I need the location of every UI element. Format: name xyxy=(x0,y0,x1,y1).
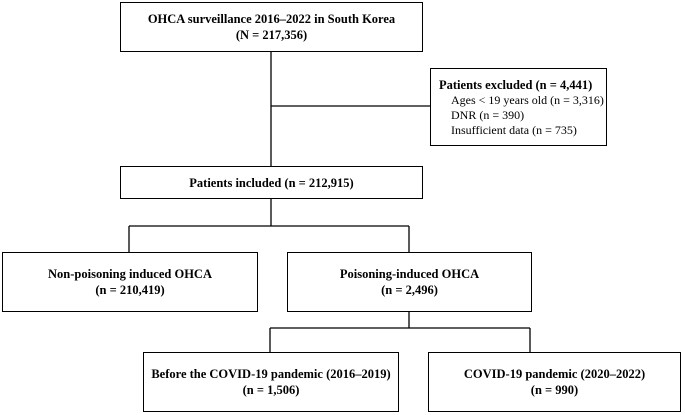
excluded-title: Patients excluded (n = 4,441) xyxy=(439,77,593,92)
excluded-box: Patients excluded (n = 4,441) Ages < 19 … xyxy=(430,68,607,146)
covid-box: COVID-19 pandemic (2020–2022) (n = 990) xyxy=(428,352,681,412)
included-label: Patients included (n = 212,915) xyxy=(189,175,354,190)
surveillance-title: OHCA surveillance 2016–2022 in South Kor… xyxy=(147,12,396,26)
surveillance-count: (N = 217,356) xyxy=(235,28,308,42)
covid-count: (n = 990) xyxy=(530,383,579,397)
poisoning-title: Poisoning-induced OHCA xyxy=(339,267,480,281)
excluded-item-dnr: DNR (n = 390) xyxy=(451,107,525,122)
before-covid-box: Before the COVID-19 pandemic (2016–2019)… xyxy=(143,352,399,412)
included-box: Patients included (n = 212,915) xyxy=(120,166,423,199)
before-covid-title: Before the COVID-19 pandemic (2016–2019) xyxy=(151,367,391,381)
surveillance-box: OHCA surveillance 2016–2022 in South Kor… xyxy=(120,2,423,52)
excluded-item-age: Ages < 19 years old (n = 3,316) xyxy=(451,92,604,107)
poisoning-count: (n = 2,496) xyxy=(381,283,438,297)
non-poisoning-box: Non-poisoning induced OHCA (n = 210,419) xyxy=(2,252,258,312)
non-poisoning-title: Non-poisoning induced OHCA xyxy=(48,267,212,281)
poisoning-box: Poisoning-induced OHCA (n = 2,496) xyxy=(287,252,532,312)
covid-title: COVID-19 pandemic (2020–2022) xyxy=(463,367,646,381)
non-poisoning-count: (n = 210,419) xyxy=(95,283,165,297)
before-covid-count: (n = 1,506) xyxy=(242,383,300,397)
excluded-item-insufficient: Insufficient data (n = 735) xyxy=(451,122,577,137)
